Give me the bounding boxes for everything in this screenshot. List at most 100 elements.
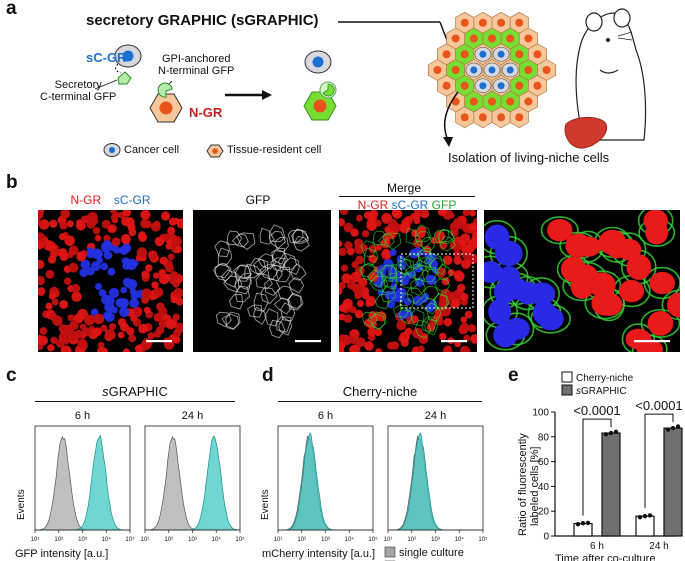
flow-cytometry-histograms: 6 h 10¹ 10² 10³ 10⁴ 10⁵ 24 h 10¹ 10² 10³ 10⁴ 10⁵ 6 h… — [15, 410, 488, 561]
y-axis-label: Events — [260, 489, 271, 520]
micrograph-merge — [339, 210, 477, 352]
gpi-gfp-label: GPI-anchored N-terminal GFP — [158, 53, 234, 77]
x-tick-label: 10⁵ — [478, 536, 488, 543]
gpi-gfp-label-line2: N-terminal GFP — [158, 65, 235, 77]
x-tick-label: 10² — [297, 537, 306, 543]
data-point — [603, 432, 609, 437]
x-tick-label: 10⁴ — [455, 536, 465, 543]
y-axis-label: Events — [16, 489, 27, 520]
timepoint-label: 24 h — [182, 410, 203, 422]
x-category-label: 24 h — [649, 541, 668, 552]
x-tick-label: 10¹ — [384, 537, 393, 543]
legend-label: single culture — [399, 547, 464, 559]
panel-d-title: Cherry-niche — [342, 384, 418, 399]
x-tick-label: 10³ — [188, 537, 197, 543]
data-point — [670, 425, 676, 431]
legend-tissue-label: Tissue-resident cell — [227, 144, 322, 156]
secretory-gfp-label: Secretory C-terminal GFP — [40, 79, 116, 103]
img1-header: N-GR sC-GR — [38, 193, 183, 207]
cancer-nucleus — [122, 50, 134, 62]
isolation-label: Isolation of living-niche cells — [448, 150, 610, 165]
tissue-nucleus — [159, 101, 173, 115]
timepoint-label: 24 h — [425, 410, 446, 422]
x-tick-label: 10² — [407, 537, 416, 543]
secretory-gfp-label-line2: C-terminal GFP — [40, 91, 117, 103]
data-point — [575, 522, 581, 527]
legend-label: Cherry-niche — [576, 373, 634, 384]
x-tick-label: 10⁵ — [125, 536, 135, 543]
panel-c-title-rest: GRAPHIC — [108, 384, 168, 399]
y-tick-label: 20 — [538, 507, 550, 518]
x-tick-label: 10⁵ — [368, 536, 378, 543]
img3-label-gfp: GFP — [431, 198, 457, 212]
x-tick-label: 10³ — [431, 537, 440, 543]
panel-c-rule — [35, 401, 235, 403]
x-axis-label: Time after co-culture — [555, 553, 655, 561]
data-point — [585, 520, 591, 526]
x-tick-label: 10² — [54, 537, 63, 543]
legend-label: sGRAPHIC — [576, 386, 627, 397]
bar — [663, 427, 683, 537]
data-point — [647, 513, 653, 518]
bar — [635, 515, 655, 537]
liver-icon — [564, 116, 608, 149]
micrograph-ngr-scgr — [38, 210, 183, 352]
p-value-label: <0.0001 — [573, 403, 620, 418]
img2-header: GFP — [245, 193, 271, 207]
x-tick-label: 10³ — [321, 537, 330, 543]
panel-a-title: secretory GRAPHIC (sGRAPHIC) — [86, 12, 319, 29]
data-point — [642, 513, 648, 519]
y-tick-label: 60 — [538, 457, 550, 468]
secreted-gfp-icon — [117, 71, 132, 85]
x-tick-label: 10¹ — [274, 537, 283, 543]
img3-header: N-GR sC-GR GFP — [339, 198, 475, 212]
p-value-label: <0.0001 — [635, 398, 682, 413]
img1-label-scgr: sC-GR — [113, 193, 151, 207]
x-tick-label: 10² — [164, 537, 173, 543]
x-tick-label: 10⁵ — [235, 536, 245, 543]
merge-title: Merge — [386, 181, 421, 195]
bar — [601, 432, 621, 537]
panel-a-schematic — [94, 8, 647, 158]
x-tick-label: 10⁴ — [102, 536, 112, 543]
legend-cancer-label: Cancer cell — [124, 144, 180, 156]
secretion-arrow — [115, 63, 122, 74]
x-axis-label-mcherry: mCherry intensity [a.u.] — [262, 548, 375, 560]
x-tick-label: 10⁴ — [212, 536, 222, 543]
data-point — [665, 427, 671, 432]
panel-c-title: sGRAPHIC — [35, 384, 235, 399]
x-tick-label: 10⁴ — [345, 536, 355, 543]
micrograph-merge-zoom — [484, 210, 680, 352]
img3-label-ngr: N-GR — [357, 198, 389, 212]
data-point — [613, 429, 619, 435]
niche-tissue-grid — [427, 11, 557, 129]
y-tick-label: 80 — [538, 432, 550, 443]
timepoint-label: 6 h — [75, 410, 90, 422]
x-tick-label: 10³ — [78, 537, 87, 543]
micrograph-gfp — [193, 210, 331, 352]
panel-c-title-italic: s — [102, 384, 109, 399]
img3-label-scgr: sC-GR — [391, 198, 429, 212]
x-tick-label: 10¹ — [141, 537, 150, 543]
data-point — [637, 514, 643, 520]
panel-letter-e: e — [508, 365, 519, 386]
timepoint-label: 6 h — [318, 410, 333, 422]
x-tick-label: 10¹ — [31, 537, 40, 543]
y-tick-label: 0 — [543, 532, 549, 543]
n-gr-label: N-GR — [189, 105, 223, 120]
mouse-illustration — [575, 8, 647, 141]
sc-gr-label: sC-GR — [86, 50, 127, 65]
y-axis-label-line1: Ratio of fluorescently — [517, 433, 529, 536]
x-axis-label-gfp: GFP intensity [a.u.] — [15, 548, 108, 560]
y-tick-label: 100 — [532, 408, 549, 419]
y-axis-label-line2: labeled cells [%] — [529, 447, 541, 527]
img1-label-ngr: N-GR — [70, 193, 102, 207]
isolation-arrow — [443, 91, 459, 141]
data-point — [580, 521, 586, 526]
secretory-gfp-label-line1: Secretory — [54, 79, 102, 91]
panel-letter-b: b — [6, 172, 18, 193]
panel-letter-c: c — [6, 365, 17, 386]
merge-rule — [339, 196, 475, 198]
